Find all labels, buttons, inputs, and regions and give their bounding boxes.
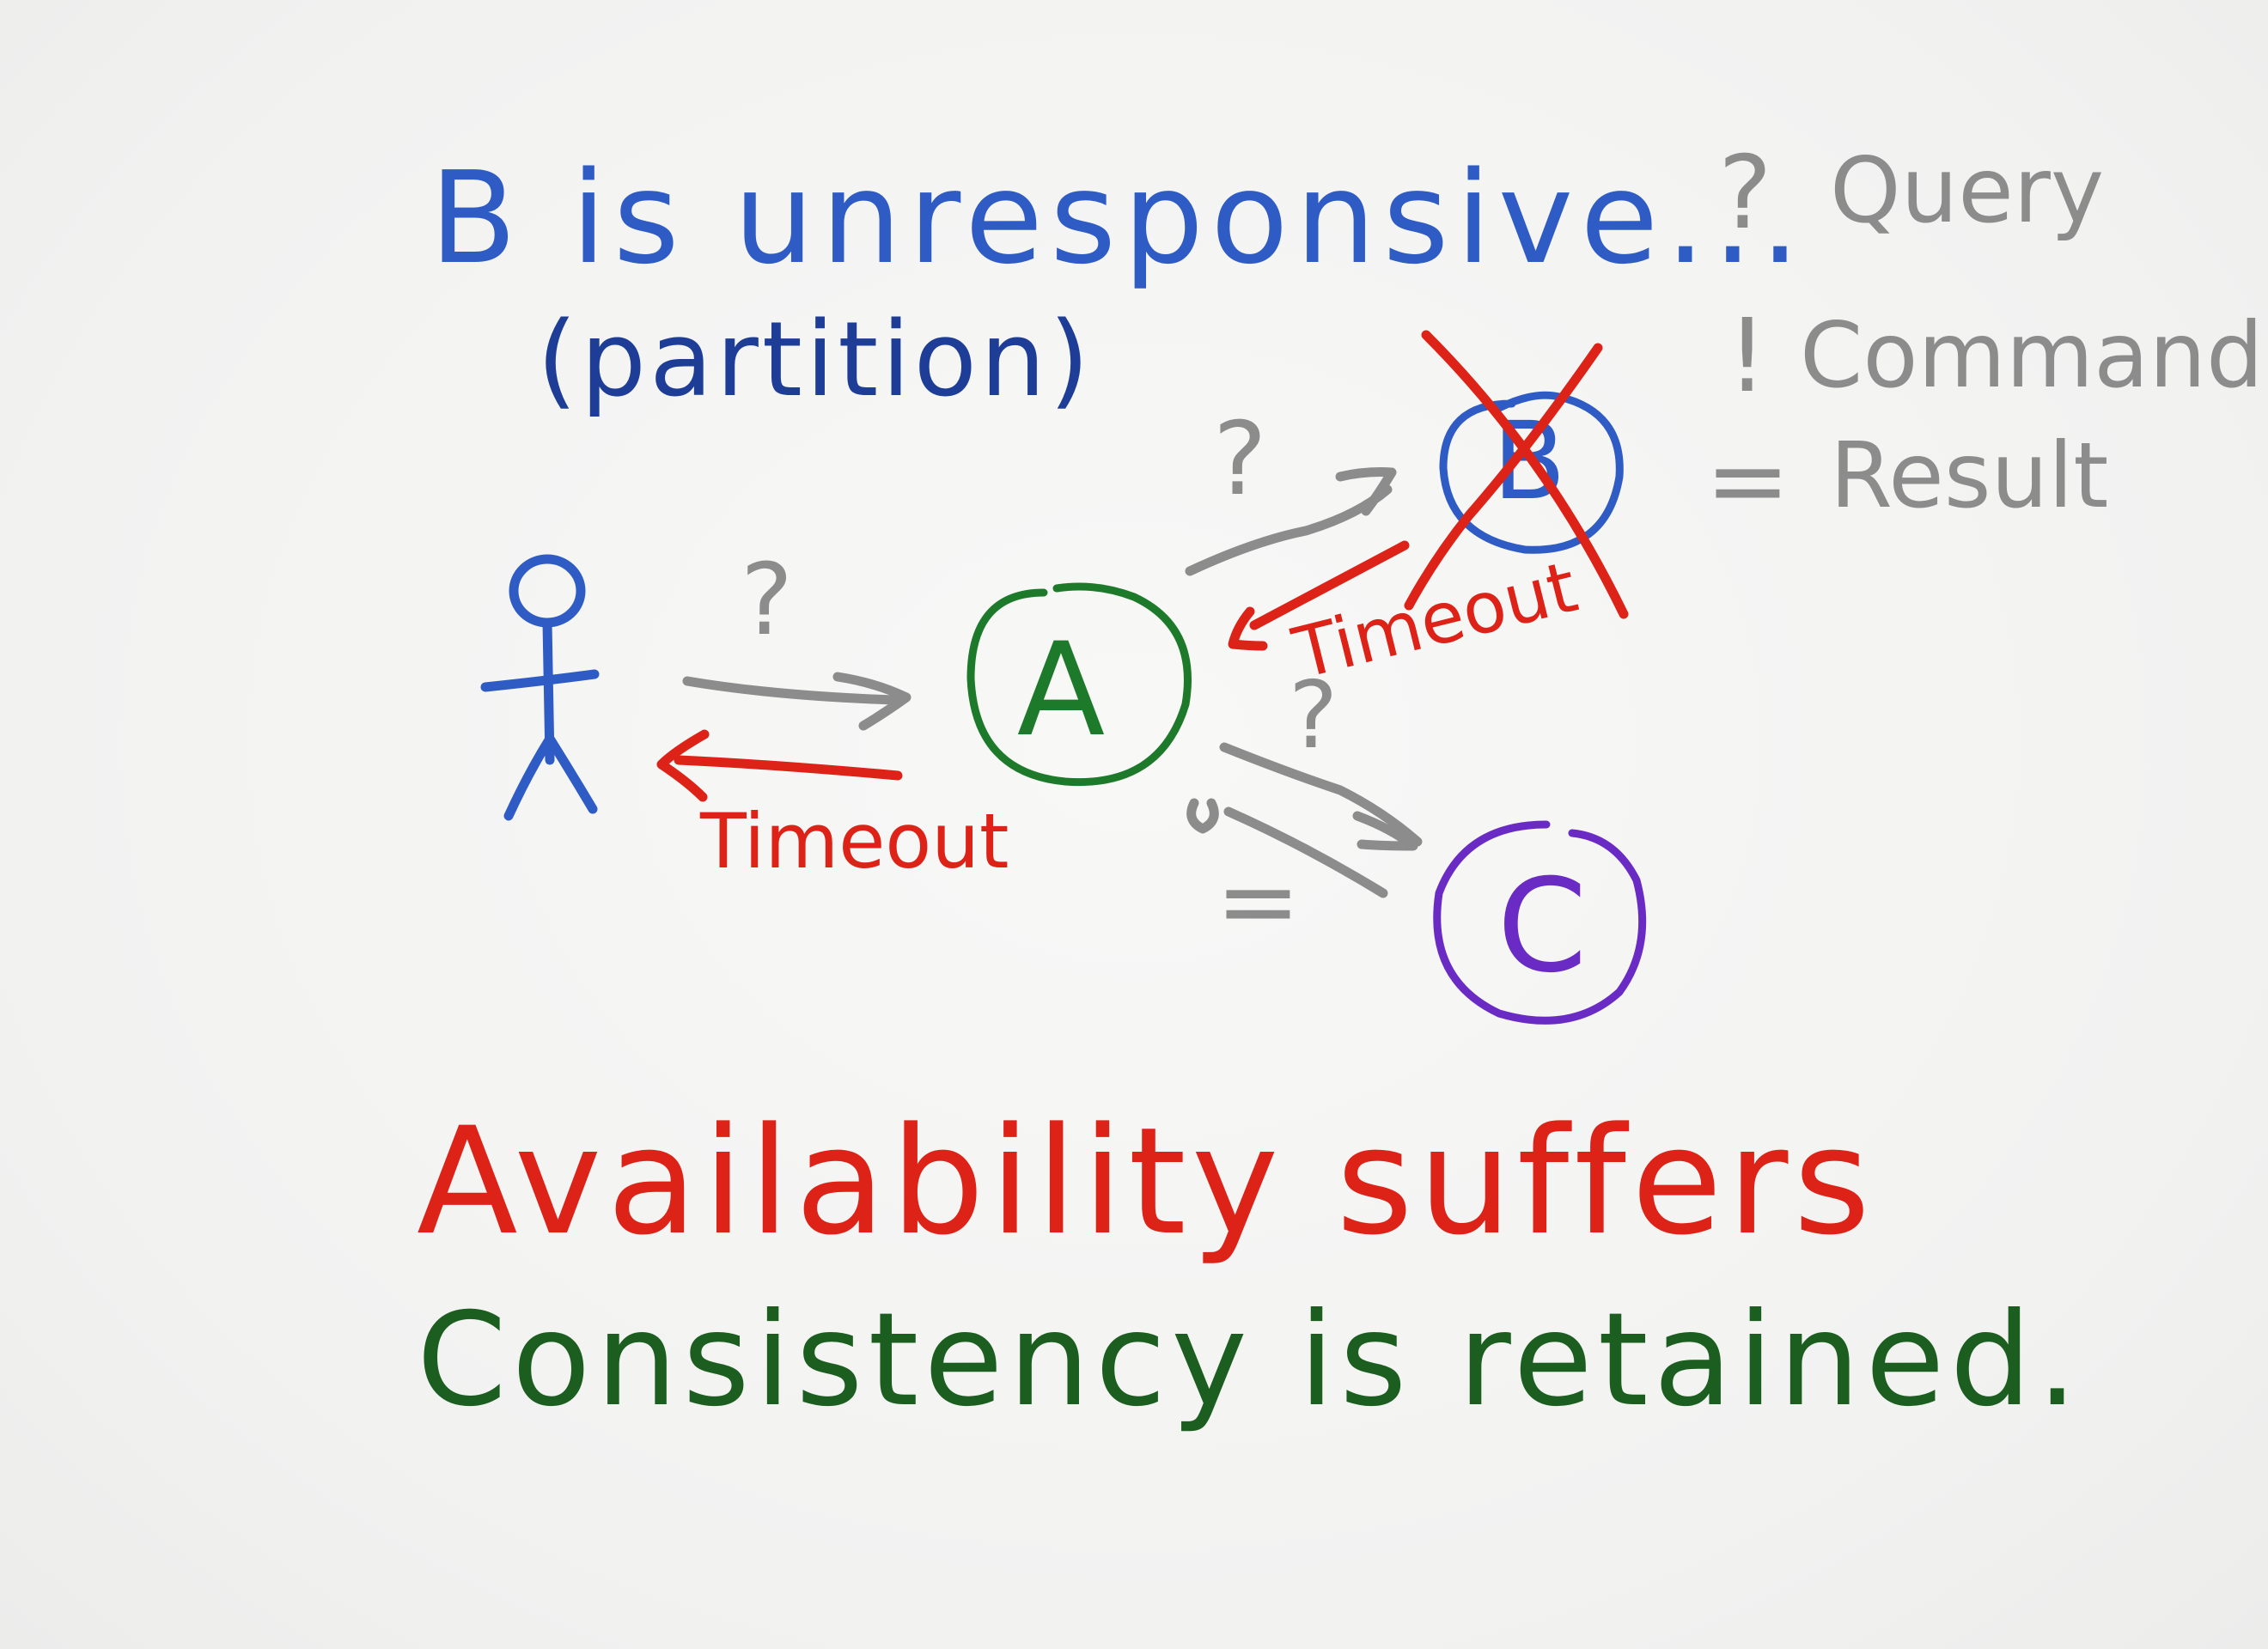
symbol-a-to-b: ? xyxy=(1213,399,1267,518)
arrow-b-to-a xyxy=(1228,540,1410,651)
conclusion-line-2: Consistency is retained. xyxy=(417,1286,2082,1435)
arrow-a-to-b xyxy=(1185,467,1397,576)
legend-result-symbol: = xyxy=(1705,421,1790,539)
legend-command-label: Command xyxy=(1800,303,2264,408)
label-a-to-user-timeout: Timeout xyxy=(699,797,1009,885)
arrow-a-to-user xyxy=(656,729,903,802)
conclusion-line-1: Availability suffers xyxy=(417,1095,1875,1268)
stick-figure-icon xyxy=(480,554,600,821)
node-c: C xyxy=(1433,820,1647,1025)
legend-result-label: Result xyxy=(1830,423,2108,528)
arrow-a-to-c xyxy=(1219,742,1423,851)
node-b: B xyxy=(1439,391,1624,554)
node-a-label: A xyxy=(1017,616,1106,765)
node-a: A xyxy=(966,582,1192,787)
arrow-c-to-a xyxy=(1186,798,1388,898)
legend-command-symbol: ! xyxy=(1727,296,1767,415)
symbol-c-to-a: = xyxy=(1216,842,1301,960)
legend-query-symbol: ? xyxy=(1718,133,1772,252)
legend-query-label: Query xyxy=(1830,138,2104,243)
symbol-a-to-c: ? xyxy=(1289,662,1338,770)
symbol-user-to-a: ? xyxy=(741,543,793,658)
title-line-1: B is unresponsive... xyxy=(430,144,1808,292)
cross-icon xyxy=(1404,330,1629,619)
node-c-label: C xyxy=(1497,852,1588,1001)
title-line-2: (partition) xyxy=(537,301,1093,420)
legend: ? Query ! Command = Result xyxy=(1705,133,2264,539)
arrow-user-to-a xyxy=(682,672,911,731)
